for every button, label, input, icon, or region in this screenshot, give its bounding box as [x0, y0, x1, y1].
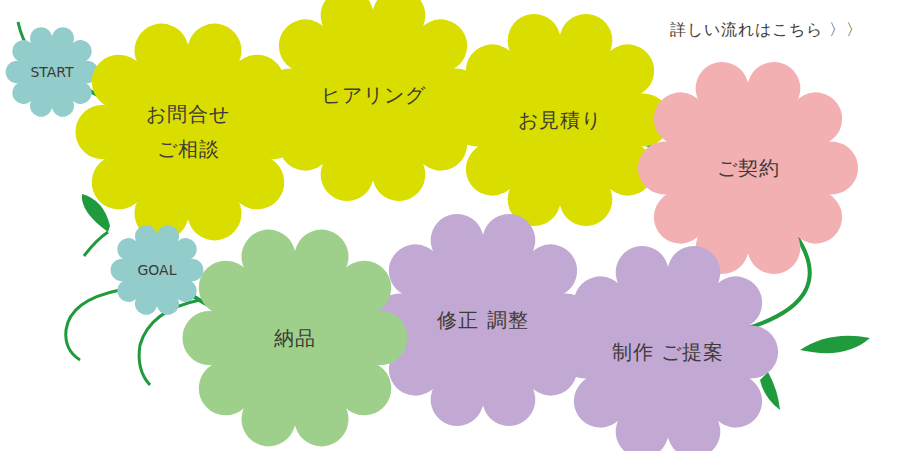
delivery-flower: 納品 [203, 246, 387, 430]
flower-outline [558, 246, 778, 451]
step-label: お見積り [518, 103, 602, 138]
leaf [760, 372, 780, 410]
vine-stem [66, 290, 120, 360]
step-label: ご契約 [717, 151, 780, 186]
flower-outline [75, 24, 300, 241]
flower-outline [450, 14, 670, 226]
goal-flower: GOAL [119, 232, 195, 308]
step-label: GOAL [138, 262, 177, 279]
flower-outline [111, 225, 204, 314]
step-label: お問合せ ご相談 [122, 97, 255, 167]
step-flower: ヒアリング [283, 5, 463, 185]
flower-outline [6, 27, 99, 116]
step-flower: お見積り [470, 30, 650, 210]
step-flower: お問合せ ご相談 [96, 40, 280, 224]
flower-shape [96, 40, 280, 224]
flower-outline [263, 0, 483, 201]
step-label: START [30, 64, 73, 81]
contract-flower: ご契約 [658, 78, 838, 258]
step-label: 制作 ご提案 [612, 335, 724, 370]
step-flower: 制作 ご提案 [578, 262, 758, 442]
step-flower: 修正 調整 [393, 230, 573, 410]
flower-outline [638, 62, 858, 274]
step-label: ヒアリング [321, 78, 426, 113]
step-label: 修正 調整 [437, 303, 528, 338]
start-flower: START [14, 34, 90, 110]
flower-outline [373, 214, 593, 426]
flower-outline [182, 230, 407, 447]
step-label: 納品 [274, 321, 316, 356]
vine-stem [84, 232, 108, 256]
leaf [800, 336, 870, 353]
detail-link: 詳しい流れはこちら 〉〉 [670, 20, 863, 41]
